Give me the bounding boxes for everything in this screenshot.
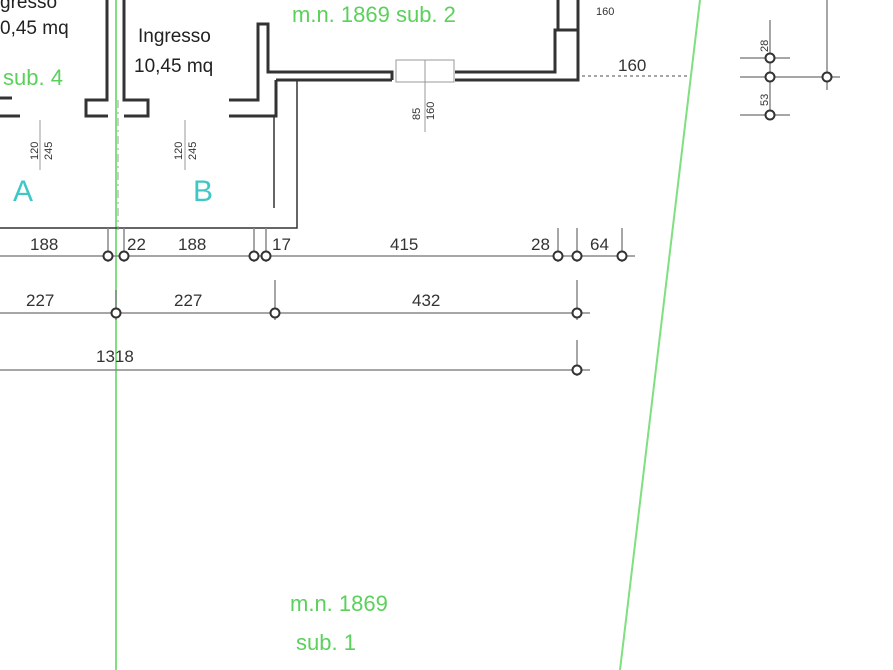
- mn-1869-label: m.n. 1869: [290, 591, 388, 616]
- row1-dim-1: 188: [30, 235, 58, 254]
- room-left-name: gresso: [0, 0, 57, 13]
- side-height-53: 53: [759, 94, 771, 106]
- dimension-nodes: [102, 52, 833, 376]
- side-width-160: 160: [618, 56, 646, 75]
- row1-dim-3: 188: [178, 235, 206, 254]
- row2-dim-3: 432: [412, 291, 440, 310]
- row3-dim-total: 1318: [96, 347, 134, 366]
- row2-dim-2: 227: [174, 291, 202, 310]
- row2-dim-1: 227: [26, 291, 54, 310]
- room-right-name: Ingresso: [138, 26, 211, 47]
- row1-dim-5: 415: [390, 235, 418, 254]
- door-a-width: 245: [43, 142, 55, 160]
- door-c-width: 160: [425, 102, 437, 120]
- side-height-28: 28: [759, 40, 771, 52]
- unit-a-label: A: [13, 175, 33, 208]
- room-left-area: 0,45 mq: [0, 18, 69, 39]
- unit-b-label: B: [193, 175, 213, 208]
- row1-dim-2: 22: [127, 235, 146, 254]
- door-b-width: 245: [187, 142, 199, 160]
- sub4-label: sub. 4: [3, 65, 63, 90]
- walls: [0, 0, 580, 229]
- room-right-area: 10,45 mq: [134, 56, 213, 77]
- sub1-label: sub. 1: [296, 630, 356, 655]
- property-line-diagonal: [619, 0, 701, 670]
- door-c-height: 85: [411, 108, 423, 120]
- row1-dim-4: 17: [272, 235, 291, 254]
- row1-dim-6: 28: [531, 235, 550, 254]
- door-a-height: 120: [29, 142, 41, 160]
- dimension-lines: [0, 0, 840, 376]
- top-opening-dim: 160: [596, 6, 614, 18]
- door-b-height: 120: [173, 142, 185, 160]
- door-openings: [39, 59, 455, 230]
- mn-sub2-label: m.n. 1869 sub. 2: [292, 2, 456, 27]
- row1-dim-7: 64: [590, 235, 609, 254]
